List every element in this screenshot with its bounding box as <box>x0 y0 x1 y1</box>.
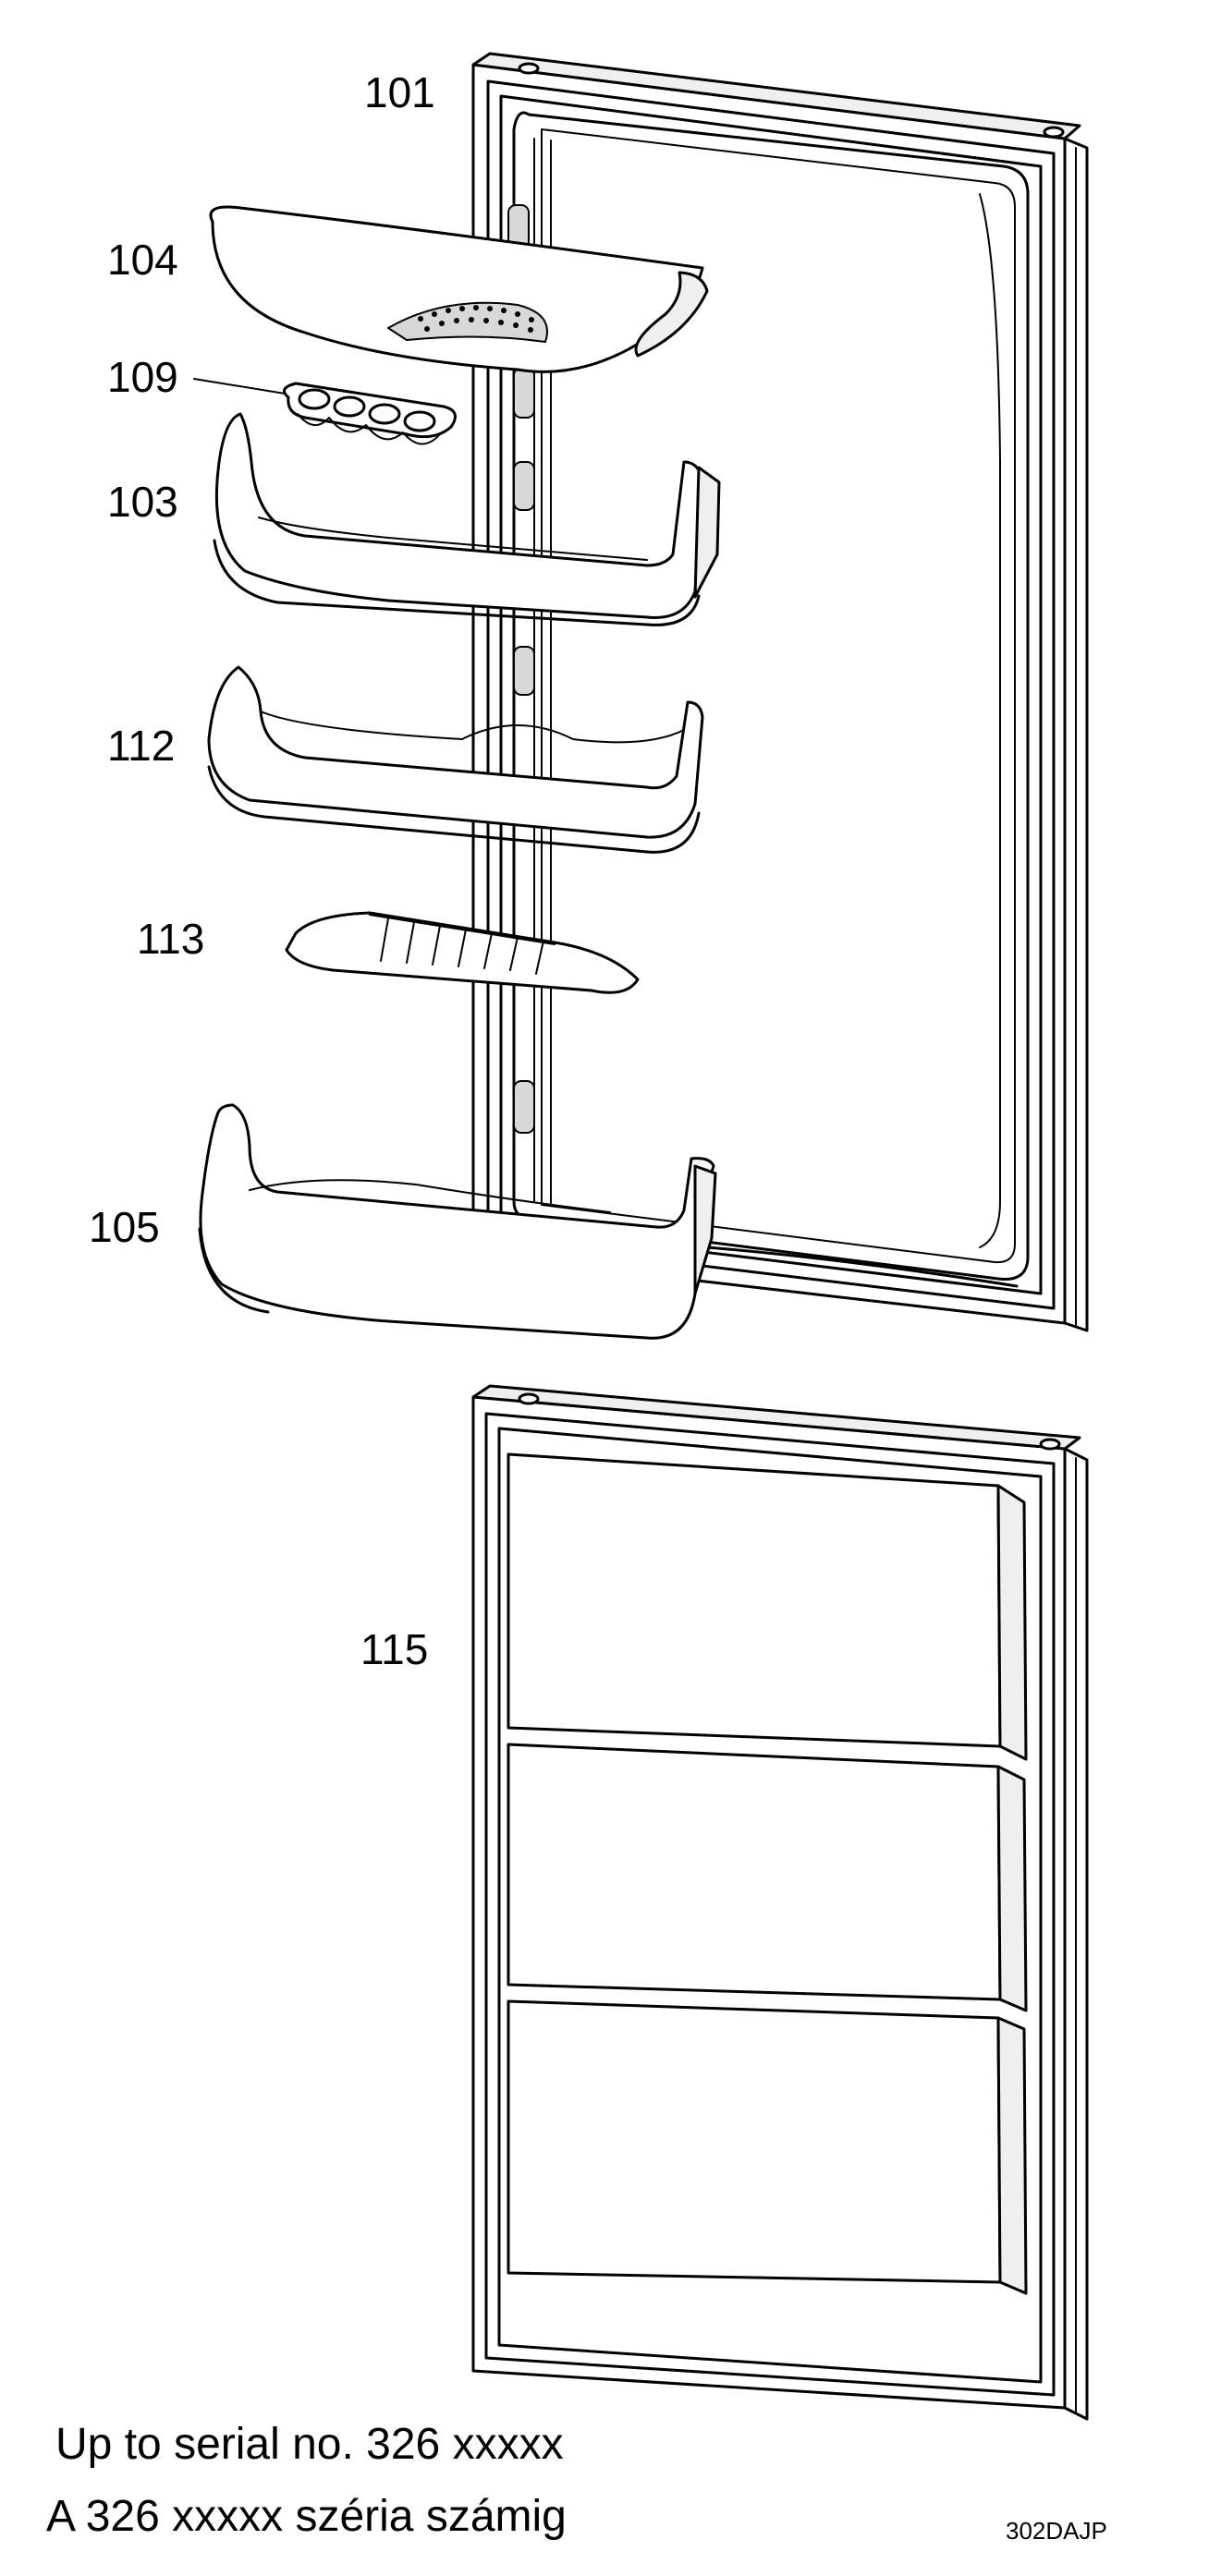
bottle-shelf-part-105 <box>198 1103 717 1340</box>
callout-109: 109 <box>107 353 178 401</box>
callout-104: 104 <box>107 236 178 284</box>
callout-115: 115 <box>360 1625 429 1673</box>
caption-line-hungarian: A 326 xxxxx széria számig <box>46 2492 567 2541</box>
upper-door-shelf-part-103 <box>213 412 721 626</box>
bottle-guard-part-113 <box>285 911 640 994</box>
fridge-door-part-101 <box>471 52 1089 1332</box>
caption-line-english: Up to serial no. 326 xxxxx <box>55 2420 564 2469</box>
egg-tray-part-109 <box>193 378 457 445</box>
callout-113: 113 <box>137 915 205 963</box>
drawing-code: 302DAJP <box>1006 2517 1107 2545</box>
callout-101: 101 <box>364 68 435 116</box>
callout-103: 103 <box>107 478 178 526</box>
callout-105: 105 <box>89 1203 160 1251</box>
lid-vent-dots <box>418 305 534 333</box>
dairy-compartment-lid-part-104 <box>209 205 709 373</box>
callout-112: 112 <box>107 722 176 770</box>
bottle-guard-ribs <box>380 917 544 975</box>
middle-door-shelf-part-112 <box>207 665 704 854</box>
freezer-door-part-115 <box>471 1384 1089 2421</box>
